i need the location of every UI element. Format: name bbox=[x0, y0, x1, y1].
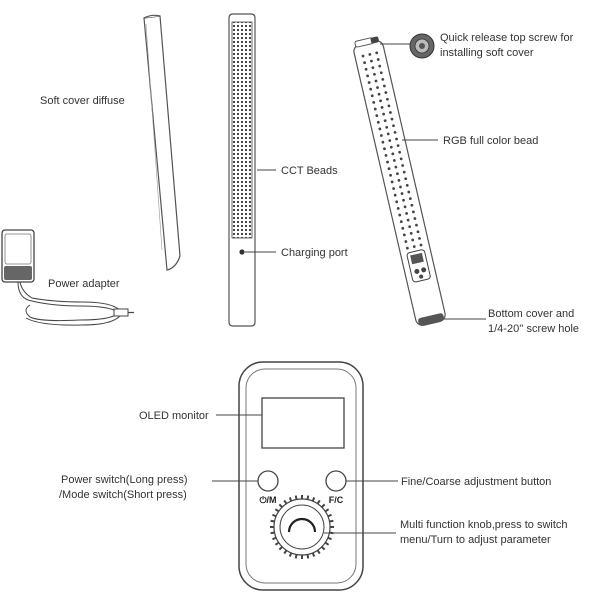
power-adapter bbox=[1, 229, 134, 326]
soft-cover-diffuser bbox=[143, 14, 181, 271]
oled-monitor-screen bbox=[261, 397, 345, 449]
charging-port-icon bbox=[239, 249, 245, 255]
power-switch-label-line2: /Mode switch(Short press) bbox=[59, 489, 187, 501]
charging-port-label: Charging port bbox=[281, 247, 348, 259]
power-adapter-label: Power adapter bbox=[48, 278, 120, 290]
soft-cover-label: Soft cover diffuse bbox=[40, 95, 125, 107]
power-mode-button[interactable] bbox=[257, 470, 279, 492]
multi-function-knob[interactable] bbox=[270, 495, 334, 559]
fine-coarse-label: Fine/Coarse adjustment button bbox=[401, 476, 551, 488]
power-mode-button-label: ⏻/M bbox=[259, 495, 276, 505]
rgb-bead-label: RGB full color bead bbox=[443, 135, 538, 147]
quick-release-screw-icon bbox=[409, 33, 435, 59]
oled-monitor-label: OLED monitor bbox=[139, 410, 209, 422]
power-switch-label-line1: Power switch(Long press) bbox=[61, 474, 188, 486]
bottom-cover-label-line1: Bottom cover and bbox=[488, 308, 574, 320]
fine-coarse-button[interactable] bbox=[325, 470, 347, 492]
knob-label-line2: menu/Turn to adjust parameter bbox=[400, 534, 551, 546]
cct-light-wand bbox=[228, 13, 256, 327]
knob-label-line1: Multi function knob,press to switch bbox=[400, 519, 568, 531]
bottom-cover-label-line2: 1/4-20'' screw hole bbox=[488, 323, 579, 335]
rgb-light-wand bbox=[353, 36, 446, 326]
control-panel: ⏻/M F/C bbox=[238, 361, 364, 591]
fine-coarse-button-label: F/C bbox=[329, 495, 344, 505]
rgb-bead-grid bbox=[361, 51, 423, 250]
quick-release-label-line1: Quick release top screw for bbox=[440, 32, 574, 44]
quick-release-label-line2: installing soft cover bbox=[440, 47, 534, 59]
cct-beads-label: CCT Beads bbox=[281, 165, 338, 177]
